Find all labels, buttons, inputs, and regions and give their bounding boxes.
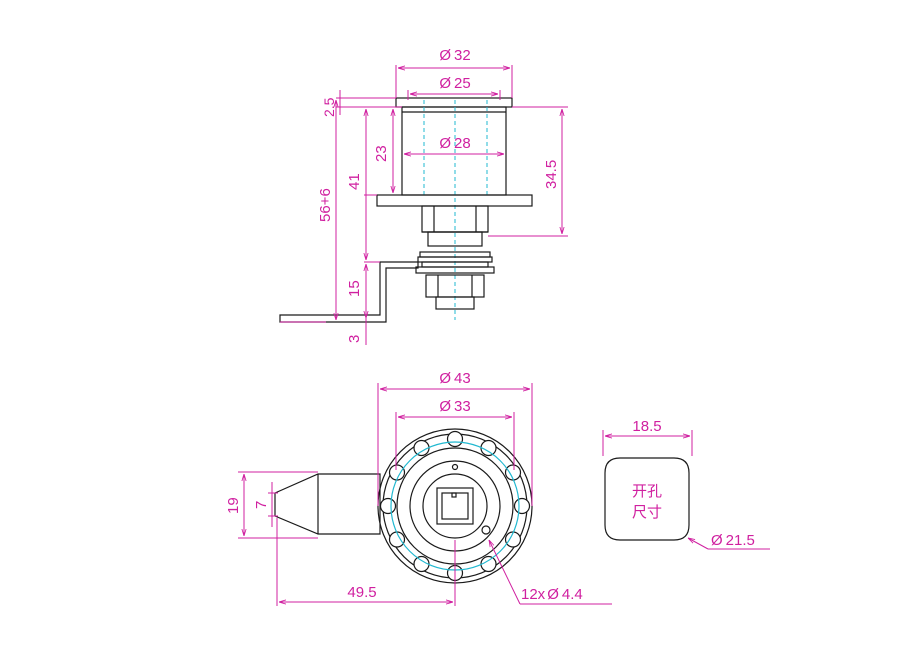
- diameter-symbol: Ø: [547, 586, 559, 603]
- dim-15: 15: [346, 280, 363, 297]
- diameter-symbol: Ø: [439, 135, 451, 152]
- dim-dia-28-value: 28: [454, 135, 471, 152]
- dim-3: 3: [346, 335, 363, 343]
- dim-dia-25-value: 25: [454, 75, 471, 92]
- dim-18-5: 18.5: [632, 418, 661, 435]
- mounting-holes: [379, 430, 531, 582]
- dim-dia-21-5-value: 21.5: [726, 532, 755, 549]
- cutout-label-line2: 尺寸: [632, 503, 662, 521]
- cutout-label-line1: 开孔: [632, 482, 662, 500]
- diameter-symbol: Ø: [439, 370, 451, 387]
- diameter-symbol: Ø: [439, 47, 451, 64]
- dim-dia-33-value: 33: [454, 398, 471, 415]
- dim-56-6: 56+6: [317, 188, 334, 222]
- dim-dia-43-value: 43: [454, 370, 471, 387]
- hole-dia-value: 4.4: [562, 586, 583, 603]
- dim-41: 41: [346, 173, 363, 190]
- dim-7: 7: [253, 501, 270, 509]
- dim-34-5: 34.5: [543, 160, 560, 189]
- dim-2-5: 2.5: [321, 97, 337, 117]
- diameter-symbol: Ø: [439, 398, 451, 415]
- holes-count: 12x: [521, 586, 546, 603]
- dim-dia-32-value: 32: [454, 47, 471, 64]
- diameter-symbol: Ø: [711, 532, 723, 549]
- dim-19: 19: [225, 497, 242, 514]
- dim-23: 23: [373, 145, 390, 162]
- dim-49-5: 49.5: [347, 584, 376, 601]
- diameter-symbol: Ø: [439, 75, 451, 92]
